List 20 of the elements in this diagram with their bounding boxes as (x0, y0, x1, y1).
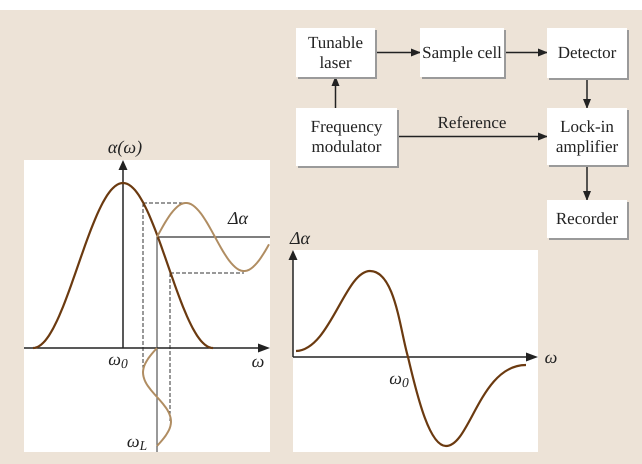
axis-label: α(ω) (108, 137, 142, 157)
arrow (397, 132, 548, 140)
arrow (583, 165, 591, 201)
process-box: Sample cell (420, 28, 504, 77)
axis-label: ω$_{0}$ (389, 368, 409, 388)
arrow (375, 48, 421, 56)
arrow (583, 78, 591, 109)
axis-label: ω$_{0}$ (108, 349, 128, 369)
axis-label: Δα (228, 208, 248, 228)
axis-label: ω (544, 347, 558, 367)
axis-label: Δα (290, 228, 310, 248)
axis-label: ω (252, 351, 264, 371)
process-box: Lock-in amplifier (547, 108, 627, 165)
process-box: Tunable laser (296, 28, 375, 77)
process-box: Recorder (547, 200, 627, 238)
process-box: Frequency modulator (296, 108, 397, 166)
axis-label: ω$_{L}$ (126, 431, 148, 451)
arrow (504, 48, 548, 56)
process-box: Detector (547, 28, 627, 78)
arrow (332, 76, 340, 108)
